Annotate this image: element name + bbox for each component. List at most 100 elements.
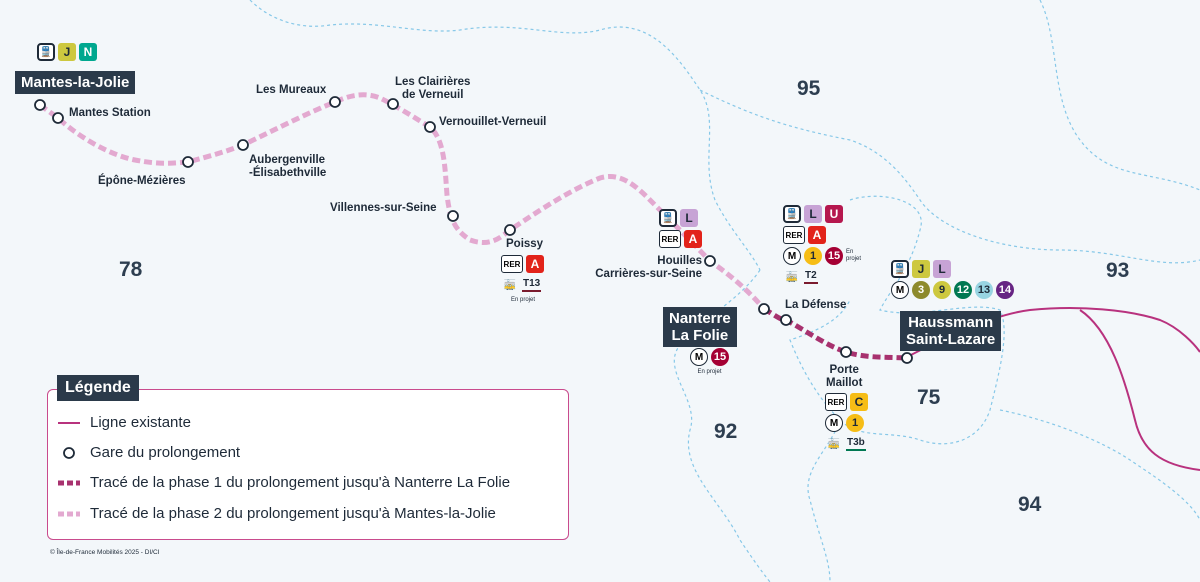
- station-mantes-la-jolie[interactable]: Mantes-la-Jolie: [15, 71, 136, 94]
- metro-15-badge: 15: [711, 348, 729, 366]
- phase1-route: [762, 306, 908, 361]
- station-dot: [329, 96, 341, 108]
- station-dot: [901, 352, 913, 364]
- metro-12-badge: 12: [954, 281, 972, 299]
- metro-9-badge: 9: [933, 281, 951, 299]
- correspondence-haussmann: 🚆 J L M 3 9 12 13 14: [891, 260, 1014, 299]
- dept-75: 75: [917, 386, 941, 409]
- tram-t2-badge: T2: [804, 270, 818, 284]
- metro-3-badge: 3: [912, 281, 930, 299]
- existing-line-swatch: [58, 421, 80, 424]
- train-line-l-badge: L: [933, 260, 951, 278]
- train-line-j-badge: J: [58, 43, 76, 61]
- correspondence-nanterre: M 15 En projet: [690, 348, 729, 376]
- correspondence-mantes: 🚆 J N: [37, 43, 97, 61]
- dept-95: 95: [797, 77, 821, 100]
- train-icon: 🚆: [891, 260, 909, 278]
- correspondence-houilles: 🚆 L RER A: [659, 209, 702, 248]
- station-dot: [504, 224, 516, 236]
- rer-icon: RER: [825, 393, 847, 411]
- train-line-n-badge: N: [79, 43, 97, 61]
- station-la-defense[interactable]: La Défense: [785, 299, 847, 311]
- station-poissy[interactable]: Poissy: [506, 238, 544, 250]
- station-villennes-sur-seine[interactable]: Villennes-sur-Seine: [330, 202, 437, 214]
- train-icon: 🚆: [659, 209, 677, 227]
- train-line-l-badge: L: [680, 209, 698, 227]
- tram-icon: 🚋: [827, 438, 841, 450]
- station-porte-maillot[interactable]: Porte Maillot: [826, 364, 863, 389]
- metro-icon: M: [783, 247, 801, 265]
- tram-t3b-badge: T3b: [846, 437, 866, 451]
- dept-92: 92: [714, 420, 738, 443]
- metro-icon: M: [690, 348, 708, 366]
- station-dot: [447, 210, 459, 222]
- station-les-mureaux[interactable]: Les Mureaux: [256, 84, 327, 96]
- train-line-u-badge: U: [825, 205, 843, 223]
- legend-item-station: Gare du prolongement: [58, 444, 240, 461]
- legend-item-existing: Ligne existante: [58, 414, 191, 431]
- station-les-clairieres[interactable]: Les Clairières de Verneuil: [395, 76, 471, 101]
- boundary-92-94: [807, 419, 841, 582]
- station-dot: [34, 99, 46, 111]
- phase2-swatch: [58, 511, 80, 516]
- m15-note: En projet: [846, 249, 862, 262]
- rer-icon: RER: [659, 230, 681, 248]
- dept-78: 78: [119, 258, 143, 281]
- metro-14-badge: 14: [996, 281, 1014, 299]
- station-haussmann-saint-lazare[interactable]: Haussmann Saint-Lazare: [900, 311, 1002, 351]
- station-vernouillet-verneuil[interactable]: Vernouillet-Verneuil: [439, 116, 547, 128]
- rer-icon: RER: [501, 255, 523, 273]
- rer-a-badge: A: [808, 226, 826, 244]
- dept-94: 94: [1018, 493, 1042, 516]
- rer-icon: RER: [783, 226, 805, 244]
- t13-note: En projet: [511, 297, 536, 303]
- metro-1-badge: 1: [804, 247, 822, 265]
- station-houilles[interactable]: Houilles Carrières-sur-Seine: [595, 255, 702, 280]
- legend-item-phase1: Tracé de la phase 1 du prolongement jusq…: [58, 474, 510, 491]
- station-dot: [52, 112, 64, 124]
- legend-title: Légende: [57, 375, 139, 401]
- metro-icon: M: [825, 414, 843, 432]
- boundary-78-92: [673, 269, 771, 582]
- m15-note: En projet: [697, 369, 722, 375]
- metro-15-badge: 15: [825, 247, 843, 265]
- station-dot: [704, 255, 716, 267]
- legend-item-phase2: Tracé de la phase 2 du prolongement jusq…: [58, 505, 496, 522]
- tram-icon: 🚋: [503, 279, 517, 291]
- phase2-route: [38, 92, 766, 311]
- tram-t13-badge: T13: [522, 278, 542, 292]
- train-line-l-badge: L: [804, 205, 822, 223]
- station-dot: [424, 121, 436, 133]
- station-dot: [387, 98, 399, 110]
- train-icon: 🚆: [37, 43, 55, 61]
- station-dot: [780, 314, 792, 326]
- legend-panel: [47, 389, 569, 540]
- phase1-swatch: [58, 480, 80, 485]
- station-epone-mezieres[interactable]: Épône-Mézières: [98, 175, 186, 187]
- station-nanterre-la-folie[interactable]: Nanterre La Folie: [663, 307, 737, 347]
- rer-a-badge: A: [684, 230, 702, 248]
- station-dot: [758, 303, 770, 315]
- train-line-j-badge: J: [912, 260, 930, 278]
- existing-line-branch: [1079, 309, 1200, 471]
- metro-1-badge: 1: [846, 414, 864, 432]
- station-aubergenville[interactable]: Aubergenville -Élisabethville: [249, 154, 327, 179]
- boundary-95-93: [699, 89, 1200, 264]
- metro-13-badge: 13: [975, 281, 993, 299]
- copyright-credit: © Île-de-France Mobilités 2025 - DI/CI: [50, 549, 160, 556]
- station-swatch: [63, 446, 75, 459]
- boundary-93-94: [999, 409, 1200, 521]
- station-dot: [840, 346, 852, 358]
- dept-93: 93: [1106, 259, 1130, 282]
- metro-icon: M: [891, 281, 909, 299]
- station-dot: [237, 139, 249, 151]
- boundary-east: [1039, 0, 1200, 191]
- station-dot: [182, 156, 194, 168]
- correspondence-poissy: RER A 🚋 T13 En projet: [501, 255, 544, 304]
- rer-c-badge: C: [850, 393, 868, 411]
- tram-icon: 🚋: [785, 271, 799, 283]
- rer-a-badge: A: [526, 255, 544, 273]
- train-icon: 🚆: [783, 205, 801, 223]
- station-mantes-station[interactable]: Mantes Station: [69, 107, 151, 119]
